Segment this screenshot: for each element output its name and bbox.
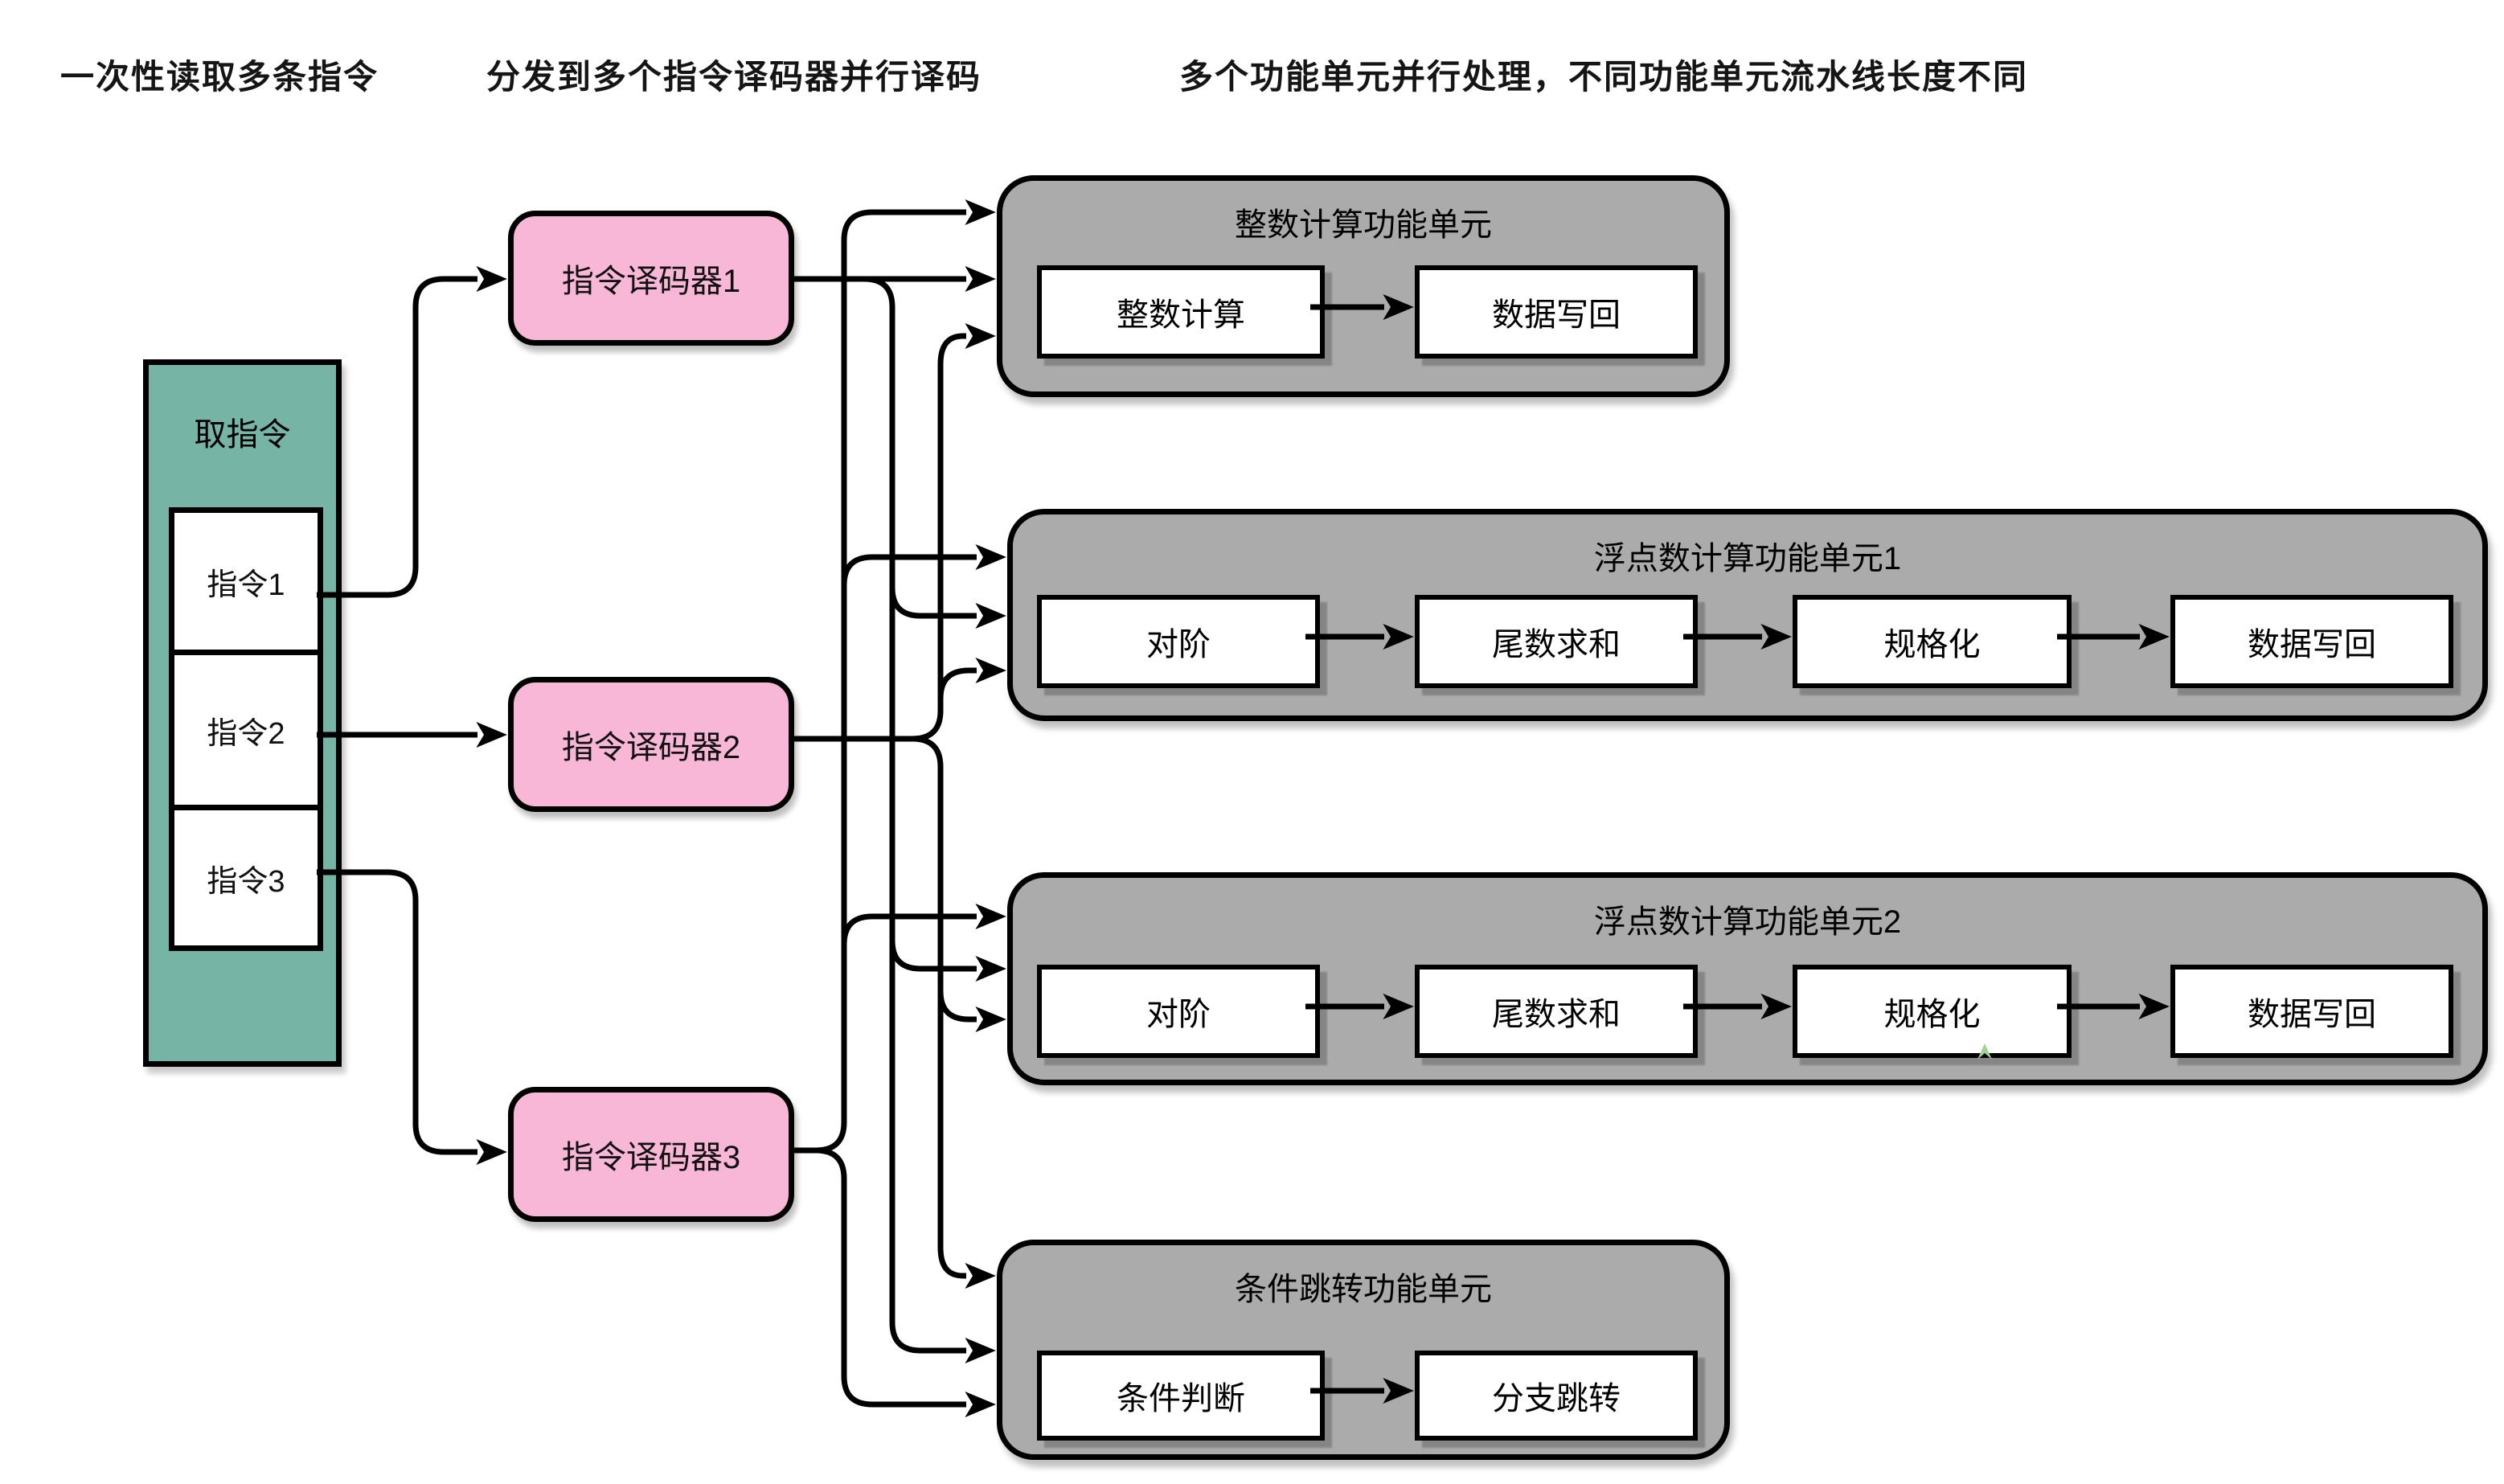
fetch-unit-title: 取指令	[194, 417, 291, 453]
note-dispatch: 分发到多个指令译码器并行译码	[486, 58, 982, 96]
float-unit-2-title: 浮点数计算功能单元2	[1593, 904, 1902, 940]
decoder-1-box: 指令译码器1	[508, 211, 794, 346]
stage-integer-writeback: 数据写回	[1415, 265, 1698, 359]
stage-f1-normalize: 规格化	[1793, 595, 2072, 688]
float-unit-1-title: 浮点数计算功能单元1	[1593, 541, 1902, 576]
decoder-3-box: 指令译码器3	[508, 1087, 794, 1222]
stage-f2-align: 对阶	[1037, 965, 1320, 1058]
instruction-3-box: 指令3	[169, 805, 323, 951]
stage-f1-align: 对阶	[1037, 595, 1320, 688]
edge-decoder3-unit2	[841, 543, 1006, 586]
stage-f1-writeback: 数据写回	[2170, 595, 2453, 688]
stage-f2-normalize: 规格化	[1793, 965, 2072, 1058]
edge-decoder3-unit3	[841, 903, 1006, 945]
edge-decoder1-unit2	[889, 587, 1006, 629]
stage-integer-compute: 整数计算	[1037, 265, 1325, 359]
edge-decoder3-unit4	[815, 1147, 996, 1418]
stage-f2-mantissa: 尾数求和	[1415, 965, 1698, 1058]
stage-f2-writeback: 数据写回	[2170, 965, 2453, 1058]
note-fetch: 一次性读取多条指令	[60, 58, 379, 96]
edge-decoder2-unit1	[792, 322, 996, 742]
branch-unit-title: 条件跳转功能单元	[1235, 1272, 1492, 1307]
stage-branch-condition: 条件判断	[1037, 1351, 1325, 1441]
instruction-1-box: 指令1	[169, 507, 323, 655]
edge-decoder1-unit4	[863, 276, 996, 1364]
edge-decoder2-unit4	[912, 736, 996, 1289]
decoder-2-box: 指令译码器2	[508, 677, 794, 812]
instruction-2-box: 指令2	[169, 650, 323, 810]
edge-decoder2-unit2	[937, 657, 1006, 699]
note-parallel: 多个功能单元并行处理，不同功能单元流水线长度不同	[1179, 58, 2029, 96]
edge-decoder2-unit3	[937, 990, 1006, 1033]
edge-decoder3-unit1	[792, 199, 996, 1154]
stage-f1-mantissa: 尾数求和	[1415, 595, 1698, 688]
integer-unit-title: 整数计算功能单元	[1235, 207, 1492, 243]
stage-branch-jump: 分支跳转	[1415, 1351, 1698, 1441]
edge-decoder1-unit3	[889, 940, 1006, 982]
